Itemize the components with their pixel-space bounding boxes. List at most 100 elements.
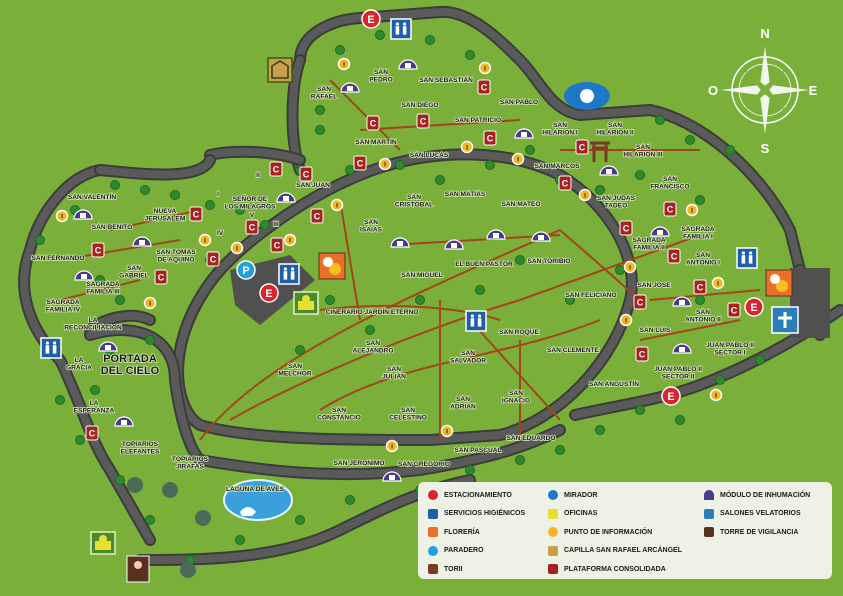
- info-icon[interactable]: I: [578, 188, 592, 202]
- platform-icon[interactable]: C: [483, 130, 497, 146]
- platform-icon[interactable]: C: [154, 269, 168, 285]
- tree-icon: [345, 495, 355, 505]
- area-label: SAN FERNANDO: [31, 255, 84, 262]
- parking-icon[interactable]: E: [361, 9, 381, 29]
- platform-icon[interactable]: C: [633, 294, 647, 310]
- florist-icon[interactable]: [765, 269, 793, 297]
- torii-icon[interactable]: [590, 141, 610, 162]
- viewpoint-icon[interactable]: [564, 82, 610, 110]
- info-icon[interactable]: I: [330, 198, 344, 212]
- info-icon[interactable]: I: [711, 276, 725, 290]
- burial-module-icon[interactable]: [650, 226, 670, 237]
- restroom-icon[interactable]: [390, 18, 412, 40]
- burial-module-icon[interactable]: [340, 82, 360, 93]
- info-icon[interactable]: I: [337, 57, 351, 71]
- burial-module-icon[interactable]: [390, 237, 410, 248]
- parking-icon[interactable]: E: [259, 283, 279, 303]
- platform-icon[interactable]: C: [91, 242, 105, 258]
- restroom-icon[interactable]: [278, 263, 300, 285]
- burial-module-icon[interactable]: [132, 236, 152, 247]
- burial-module-icon[interactable]: [398, 59, 418, 70]
- info-icon[interactable]: I: [685, 203, 699, 217]
- burial-module-icon[interactable]: [599, 165, 619, 176]
- burial-module-icon[interactable]: [73, 209, 93, 220]
- chapel-icon[interactable]: [267, 57, 293, 83]
- area-label: SAN MIGUEL: [401, 272, 442, 279]
- platform-icon[interactable]: C: [727, 302, 741, 318]
- area-label: SAN ROQUE: [499, 329, 540, 336]
- burial-module-icon[interactable]: [672, 296, 692, 307]
- parking-icon-letter: E: [265, 288, 272, 300]
- watchtower-icon[interactable]: [126, 555, 150, 583]
- bus-stop-icon[interactable]: P: [236, 260, 256, 280]
- platform-icon[interactable]: C: [245, 219, 259, 235]
- burial-module-icon[interactable]: [672, 343, 692, 354]
- platform-icon[interactable]: C: [575, 139, 589, 155]
- platform-icon[interactable]: C: [270, 237, 284, 253]
- platform-icon[interactable]: C: [477, 79, 491, 95]
- legend-item: TORII: [428, 564, 463, 574]
- platform-icon[interactable]: C: [353, 155, 367, 171]
- info-icon[interactable]: I: [230, 241, 244, 255]
- burial-module-icon[interactable]: [276, 192, 296, 203]
- platform-icon[interactable]: C: [310, 208, 324, 224]
- burial-module-icon[interactable]: [98, 341, 118, 352]
- platform-icon[interactable]: C: [85, 425, 99, 441]
- burial-module-icon[interactable]: [74, 270, 94, 281]
- burial-module-icon[interactable]: [514, 128, 534, 139]
- info-icon[interactable]: I: [460, 140, 474, 154]
- parking-icon[interactable]: E: [661, 386, 681, 406]
- platform-icon[interactable]: C: [299, 166, 313, 182]
- burial-module-icon[interactable]: [444, 239, 464, 250]
- info-icon[interactable]: I: [623, 260, 637, 274]
- burial-module-icon[interactable]: [382, 471, 402, 482]
- area-label: SAN ANGUSTÍN: [589, 379, 639, 388]
- info-icon[interactable]: I: [511, 152, 525, 166]
- info-icon[interactable]: I: [143, 296, 157, 310]
- burial-module-icon[interactable]: [531, 231, 551, 242]
- office-icon[interactable]: [293, 291, 319, 315]
- platform-icon-letter: C: [95, 246, 102, 256]
- restroom-icon[interactable]: [736, 247, 758, 269]
- info-icon[interactable]: I: [709, 388, 723, 402]
- platform-icon-letter: C: [158, 273, 165, 283]
- info-icon[interactable]: I: [385, 439, 399, 453]
- platform-icon[interactable]: C: [667, 248, 681, 264]
- platform-icon[interactable]: C: [663, 201, 677, 217]
- info-icon[interactable]: I: [55, 209, 69, 223]
- restroom-icon[interactable]: [40, 337, 62, 359]
- platform-icon[interactable]: C: [366, 115, 380, 131]
- burial-module-icon[interactable]: [486, 229, 506, 240]
- area-label: SAN MATEO: [501, 201, 540, 208]
- info-icon[interactable]: I: [378, 157, 392, 171]
- platform-icon[interactable]: C: [635, 346, 649, 362]
- florist-icon[interactable]: [318, 252, 346, 280]
- parking-icon[interactable]: E: [744, 297, 764, 317]
- tree-icon: [465, 465, 475, 475]
- platform-icon-letter: C: [370, 119, 377, 129]
- info-icon[interactable]: I: [283, 233, 297, 247]
- tree-icon: [55, 395, 65, 405]
- platform-icon[interactable]: C: [269, 161, 283, 177]
- platform-icon[interactable]: C: [416, 113, 430, 129]
- platform-icon[interactable]: C: [206, 251, 220, 267]
- legend-label: CAPILLA SAN RAFAEL ARCÁNGEL: [564, 547, 682, 554]
- info-icon[interactable]: I: [440, 424, 454, 438]
- info-icon[interactable]: I: [478, 61, 492, 75]
- info-icon[interactable]: I: [619, 313, 633, 327]
- platform-icon[interactable]: C: [189, 206, 203, 222]
- restroom-icon[interactable]: [465, 310, 487, 332]
- area-label: SAN JUAN: [296, 182, 330, 189]
- platform-icon[interactable]: C: [619, 220, 633, 236]
- funeral-hall-icon[interactable]: [771, 306, 799, 334]
- area-label: EL BUEN PASTOR: [455, 261, 513, 268]
- info-icon-letter: I: [289, 237, 291, 244]
- platform-icon[interactable]: C: [693, 279, 707, 295]
- office-icon[interactable]: [90, 531, 116, 555]
- burial-module-icon[interactable]: [114, 416, 134, 427]
- info-icon[interactable]: I: [198, 233, 212, 247]
- platform-icon[interactable]: C: [558, 175, 572, 191]
